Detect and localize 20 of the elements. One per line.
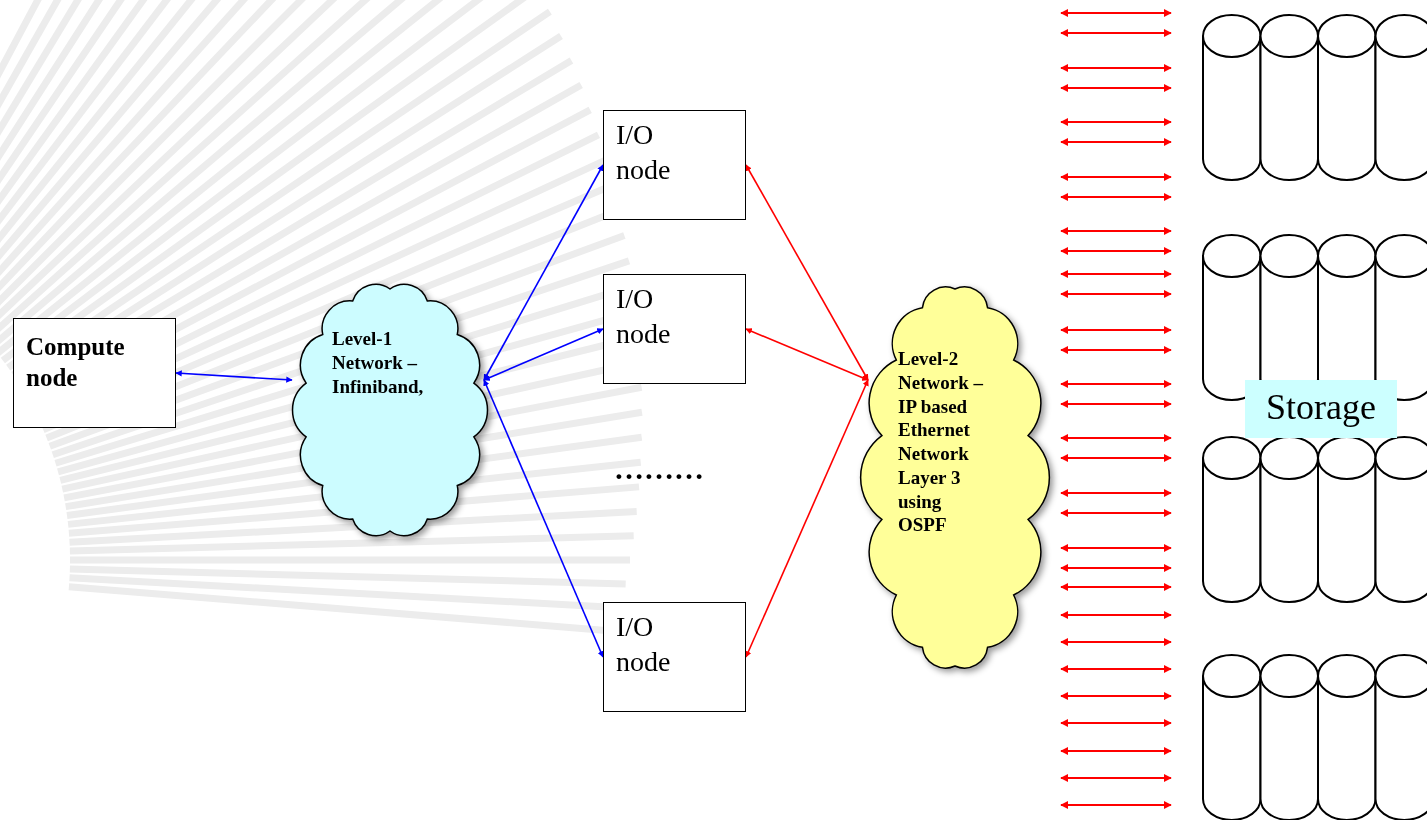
connector-arrow	[483, 379, 604, 658]
node-label: I/O node	[616, 118, 672, 187]
node-label: I/O node	[616, 282, 672, 351]
connector-arrow	[483, 164, 604, 381]
connector-arrow	[745, 164, 869, 381]
connector-arrow	[745, 379, 869, 658]
storage-label: Storage	[1265, 386, 1377, 429]
node-label: Compute node	[26, 332, 126, 394]
ellipsis-label: ………	[614, 452, 704, 486]
storage-tag	[1245, 380, 1397, 438]
node-label: Level-2 Network – IP based Ethernet Network Layer 3 using OSPF	[898, 347, 984, 537]
node-box	[603, 110, 746, 220]
node-box	[603, 602, 746, 712]
node-box	[13, 318, 176, 428]
node-box	[603, 274, 746, 384]
connector-arrow	[745, 328, 869, 381]
connector-arrow	[483, 328, 604, 381]
node-label: I/O node	[616, 610, 672, 679]
node-label: Level-1 Network – Infiniband,	[332, 327, 424, 399]
connector-arrow	[175, 370, 293, 383]
